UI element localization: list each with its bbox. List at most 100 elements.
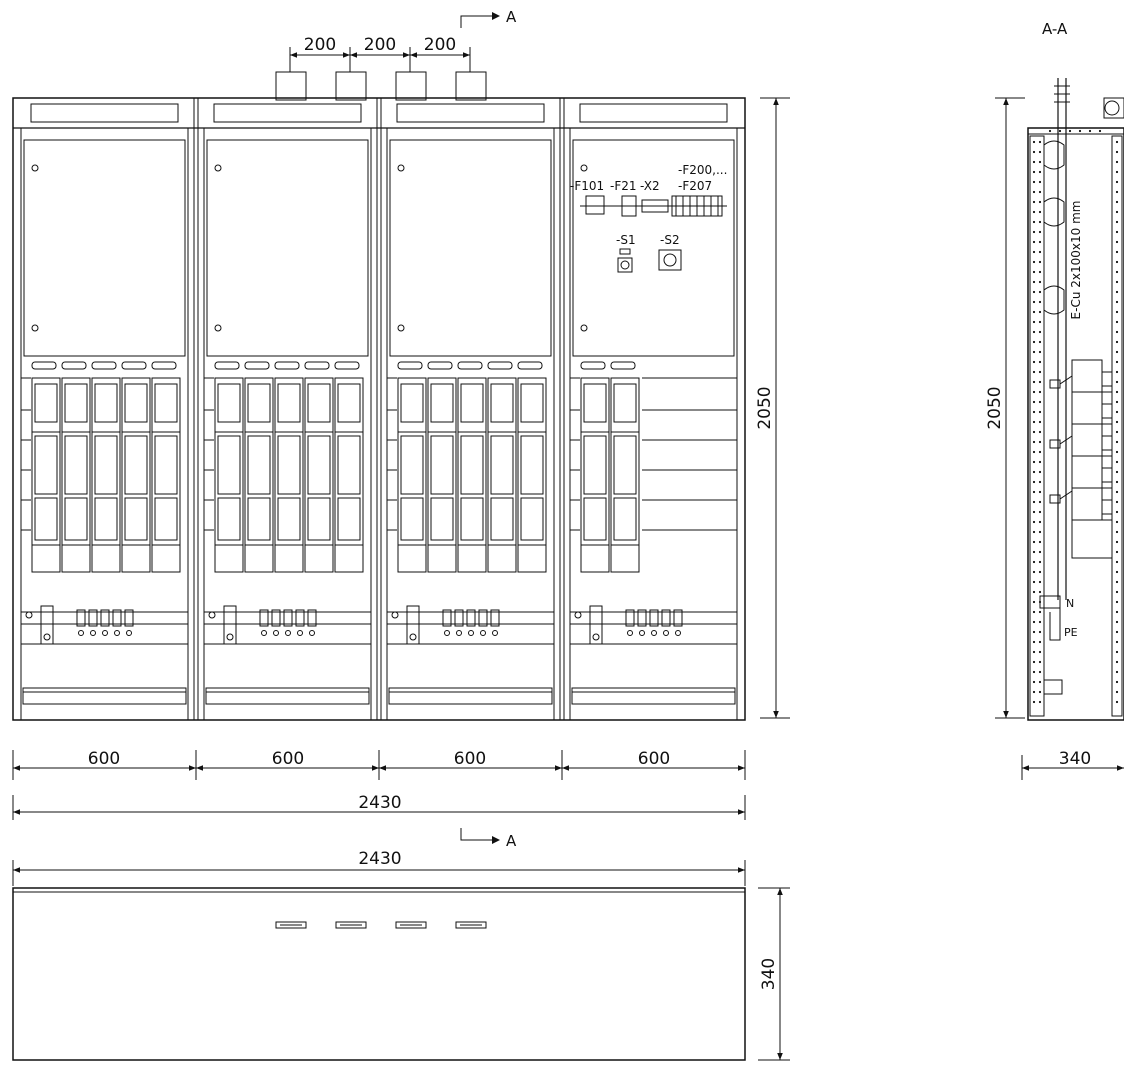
perforation bbox=[1032, 690, 1036, 694]
pe-label: PE bbox=[1064, 626, 1078, 639]
perforation bbox=[1115, 560, 1119, 564]
side-depth-dimension bbox=[1021, 755, 1124, 780]
perforation bbox=[1115, 410, 1119, 414]
side-height-dimension bbox=[995, 97, 1025, 719]
perforation bbox=[1038, 240, 1042, 244]
perforation bbox=[1115, 250, 1119, 254]
fuse-switch-unit bbox=[274, 377, 304, 573]
fuse-window bbox=[307, 383, 331, 423]
fuse-handle bbox=[61, 361, 87, 370]
fuse-carrier bbox=[430, 435, 454, 495]
fuse-handle bbox=[457, 361, 483, 370]
perforation bbox=[1032, 210, 1036, 214]
terminal bbox=[391, 611, 399, 619]
fuse-switch-unit bbox=[334, 377, 364, 573]
perforation bbox=[1078, 129, 1082, 133]
cable-lug-bolt bbox=[126, 630, 132, 636]
perforation bbox=[1115, 640, 1119, 644]
label-f207: -F207 bbox=[678, 179, 712, 193]
perforation bbox=[1115, 360, 1119, 364]
perforation bbox=[1032, 540, 1036, 544]
terminal bbox=[25, 611, 33, 619]
perforation bbox=[1032, 390, 1036, 394]
terminal-block bbox=[589, 605, 603, 645]
busbar-supports bbox=[1043, 140, 1065, 315]
perforation bbox=[1032, 590, 1036, 594]
fuse-handle bbox=[151, 361, 177, 370]
perforation bbox=[1032, 530, 1036, 534]
perforation bbox=[1038, 300, 1042, 304]
cable-lug-bolt bbox=[444, 630, 450, 636]
switch-s1 bbox=[617, 257, 633, 273]
panel-width-1: 600 bbox=[88, 749, 120, 769]
cable-lug-bolt bbox=[309, 630, 315, 636]
fuse-carrier bbox=[64, 435, 88, 495]
label-x2: -X2 bbox=[640, 179, 660, 193]
perforation bbox=[1115, 630, 1119, 634]
cable-lug bbox=[649, 609, 659, 627]
perforation bbox=[1032, 400, 1036, 404]
perforation bbox=[1115, 470, 1119, 474]
perforation bbox=[1115, 420, 1119, 424]
perforation bbox=[1038, 200, 1042, 204]
perforation bbox=[1115, 570, 1119, 574]
fuse-carrier bbox=[94, 435, 118, 495]
fuse-handle bbox=[244, 361, 270, 370]
perforation bbox=[1038, 460, 1042, 464]
perforation bbox=[1038, 560, 1042, 564]
section-marker-top bbox=[460, 12, 500, 28]
fuse-carrier bbox=[217, 497, 241, 541]
cabinet-panel-3 bbox=[376, 98, 555, 720]
terminal bbox=[592, 633, 600, 641]
fuse-carrier bbox=[613, 497, 637, 541]
perforation bbox=[1032, 350, 1036, 354]
perforation bbox=[1088, 129, 1092, 133]
cable-entry-2 bbox=[335, 71, 367, 101]
perforation bbox=[1115, 400, 1119, 404]
perforation bbox=[1115, 430, 1119, 434]
perforation bbox=[1115, 620, 1119, 624]
cable-lug-bolt bbox=[480, 630, 486, 636]
perforation bbox=[1038, 550, 1042, 554]
fuse-switch-unit bbox=[610, 377, 640, 573]
fuse-window bbox=[583, 383, 607, 423]
door-lock bbox=[580, 324, 588, 332]
perforation bbox=[1032, 630, 1036, 634]
perforation bbox=[1032, 300, 1036, 304]
fuse-switch-unit bbox=[31, 377, 61, 573]
perforation bbox=[1115, 190, 1119, 194]
perforation bbox=[1038, 310, 1042, 314]
fuse-window bbox=[460, 383, 484, 423]
perforation bbox=[1038, 670, 1042, 674]
fuse-switch-unit bbox=[91, 377, 121, 573]
perforation bbox=[1038, 570, 1042, 574]
perforation bbox=[1115, 300, 1119, 304]
perforation bbox=[1115, 180, 1119, 184]
perforation bbox=[1115, 240, 1119, 244]
perforation bbox=[1115, 150, 1119, 154]
entry-dim-1: 200 bbox=[304, 35, 336, 55]
perforation bbox=[1032, 510, 1036, 514]
front-height-dimension bbox=[760, 97, 790, 719]
perforation bbox=[1115, 170, 1119, 174]
fuse-carrier bbox=[217, 435, 241, 495]
fuse-window bbox=[154, 383, 178, 423]
perforation bbox=[1048, 129, 1052, 133]
perforation bbox=[1038, 410, 1042, 414]
cable-lug-bolt bbox=[273, 630, 279, 636]
fuse-window bbox=[337, 383, 361, 423]
fuse-switch-unit bbox=[487, 377, 517, 573]
door-lock bbox=[214, 164, 222, 172]
perforation bbox=[1115, 500, 1119, 504]
cabinet-panel-1 bbox=[20, 103, 189, 720]
perforation bbox=[1032, 190, 1036, 194]
fuse-switch-unit bbox=[61, 377, 91, 573]
perforation bbox=[1115, 540, 1119, 544]
perforation bbox=[1032, 470, 1036, 474]
perforation bbox=[1038, 140, 1042, 144]
perforation bbox=[1032, 430, 1036, 434]
perforation bbox=[1038, 480, 1042, 484]
fuse-handle bbox=[31, 361, 57, 370]
front-total-width-dimension bbox=[12, 795, 746, 820]
fuse-handle bbox=[274, 361, 300, 370]
